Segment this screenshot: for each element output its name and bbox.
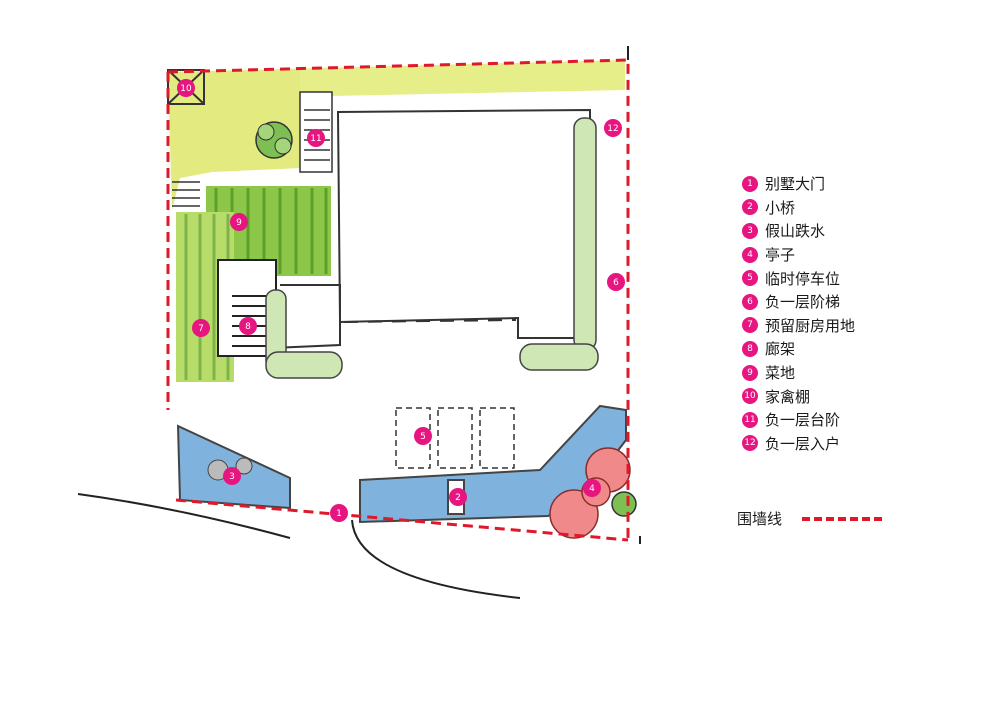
legend-number-badge: 4 xyxy=(742,246,758,263)
svg-text:4: 4 xyxy=(589,484,595,494)
svg-text:9: 9 xyxy=(236,218,242,228)
legend-number-badge: 6 xyxy=(742,293,758,310)
legend-number-badge: 12 xyxy=(742,435,758,452)
legend-label: 预留厨房用地 xyxy=(765,316,856,335)
legend-item: 9 菜地 xyxy=(742,361,982,385)
svg-text:2: 2 xyxy=(455,493,461,503)
marker-2: 2 xyxy=(449,488,467,506)
svg-text:1: 1 xyxy=(336,509,342,519)
legend-label: 小桥 xyxy=(765,198,796,217)
legend-item: 3 假山跌水 xyxy=(742,219,982,243)
legend-item: 12 负一层入户 xyxy=(742,432,982,456)
marker-8: 8 xyxy=(239,317,257,335)
legend-number-badge: 9 xyxy=(742,364,758,381)
legend-number-badge: 1 xyxy=(742,175,758,192)
legend-item: 1 别墅大门 xyxy=(742,172,982,196)
legend: 1 别墅大门 2 小桥 3 假山跌水 4 亭子 5 临时停车位 6 负一层阶梯 7 预留厨房用… xyxy=(742,172,982,455)
legend-number-badge: 3 xyxy=(742,222,758,239)
legend-item: 10 家禽棚 xyxy=(742,384,982,408)
marker-6: 6 xyxy=(607,273,625,291)
parking-bays xyxy=(395,407,515,469)
svg-text:8: 8 xyxy=(245,322,251,332)
wall-line-label: 围墙线 xyxy=(737,510,783,528)
svg-text:11: 11 xyxy=(310,134,321,144)
legend-label: 亭子 xyxy=(765,246,796,265)
svg-text:10: 10 xyxy=(180,84,192,94)
legend-label: 负一层入户 xyxy=(765,434,841,453)
boundary-wall xyxy=(166,58,630,544)
legend-label: 假山跌水 xyxy=(765,222,826,241)
marker-3: 3 xyxy=(223,467,241,485)
svg-text:5: 5 xyxy=(420,432,426,442)
svg-text:6: 6 xyxy=(613,278,619,288)
legend-label: 临时停车位 xyxy=(765,269,841,288)
legend-number-badge: 10 xyxy=(742,388,758,405)
hedge-rows xyxy=(265,117,599,379)
lawn-tree xyxy=(255,121,293,159)
legend-label: 负一层台阶 xyxy=(765,411,841,430)
marker-9: 9 xyxy=(230,213,248,231)
svg-text:12: 12 xyxy=(607,124,618,134)
legend-item: 2 小桥 xyxy=(742,196,982,220)
legend-label: 别墅大门 xyxy=(765,175,826,194)
legend-item: 6 负一层阶梯 xyxy=(742,290,982,314)
wall-line-legend: 围墙线 xyxy=(737,508,883,529)
legend-item: 8 廊架 xyxy=(742,337,982,361)
legend-label: 负一层阶梯 xyxy=(765,293,841,312)
legend-number-badge: 11 xyxy=(742,411,758,428)
road-lines xyxy=(77,46,641,599)
legend-item: 7 预留厨房用地 xyxy=(742,314,982,338)
marker-5: 5 xyxy=(414,427,432,445)
legend-item: 4 亭子 xyxy=(742,243,982,267)
dashed-wall-line-swatch xyxy=(802,516,883,521)
legend-label: 廊架 xyxy=(765,340,796,359)
legend-item: 5 临时停车位 xyxy=(742,266,982,290)
legend-number-badge: 8 xyxy=(742,340,758,357)
marker-4: 4 xyxy=(583,479,601,497)
marker-10: 10 xyxy=(177,79,195,97)
marker-1: 1 xyxy=(330,504,348,522)
marker-11: 11 xyxy=(307,129,325,147)
svg-text:7: 7 xyxy=(198,324,204,334)
legend-label: 菜地 xyxy=(765,364,796,383)
marker-7: 7 xyxy=(192,319,210,337)
legend-number-badge: 7 xyxy=(742,317,758,334)
svg-text:3: 3 xyxy=(229,472,235,482)
main-building xyxy=(271,108,591,349)
plan-markers: 1 2 3 4 5 6 7 8 9 10 11 12 xyxy=(177,79,625,522)
legend-number-badge: 2 xyxy=(742,199,758,216)
legend-item: 11 负一层台阶 xyxy=(742,408,982,432)
legend-number-badge: 5 xyxy=(742,270,758,287)
legend-label: 家禽棚 xyxy=(765,387,811,406)
marker-12: 12 xyxy=(604,119,622,137)
rockery-waterfall xyxy=(176,424,291,510)
